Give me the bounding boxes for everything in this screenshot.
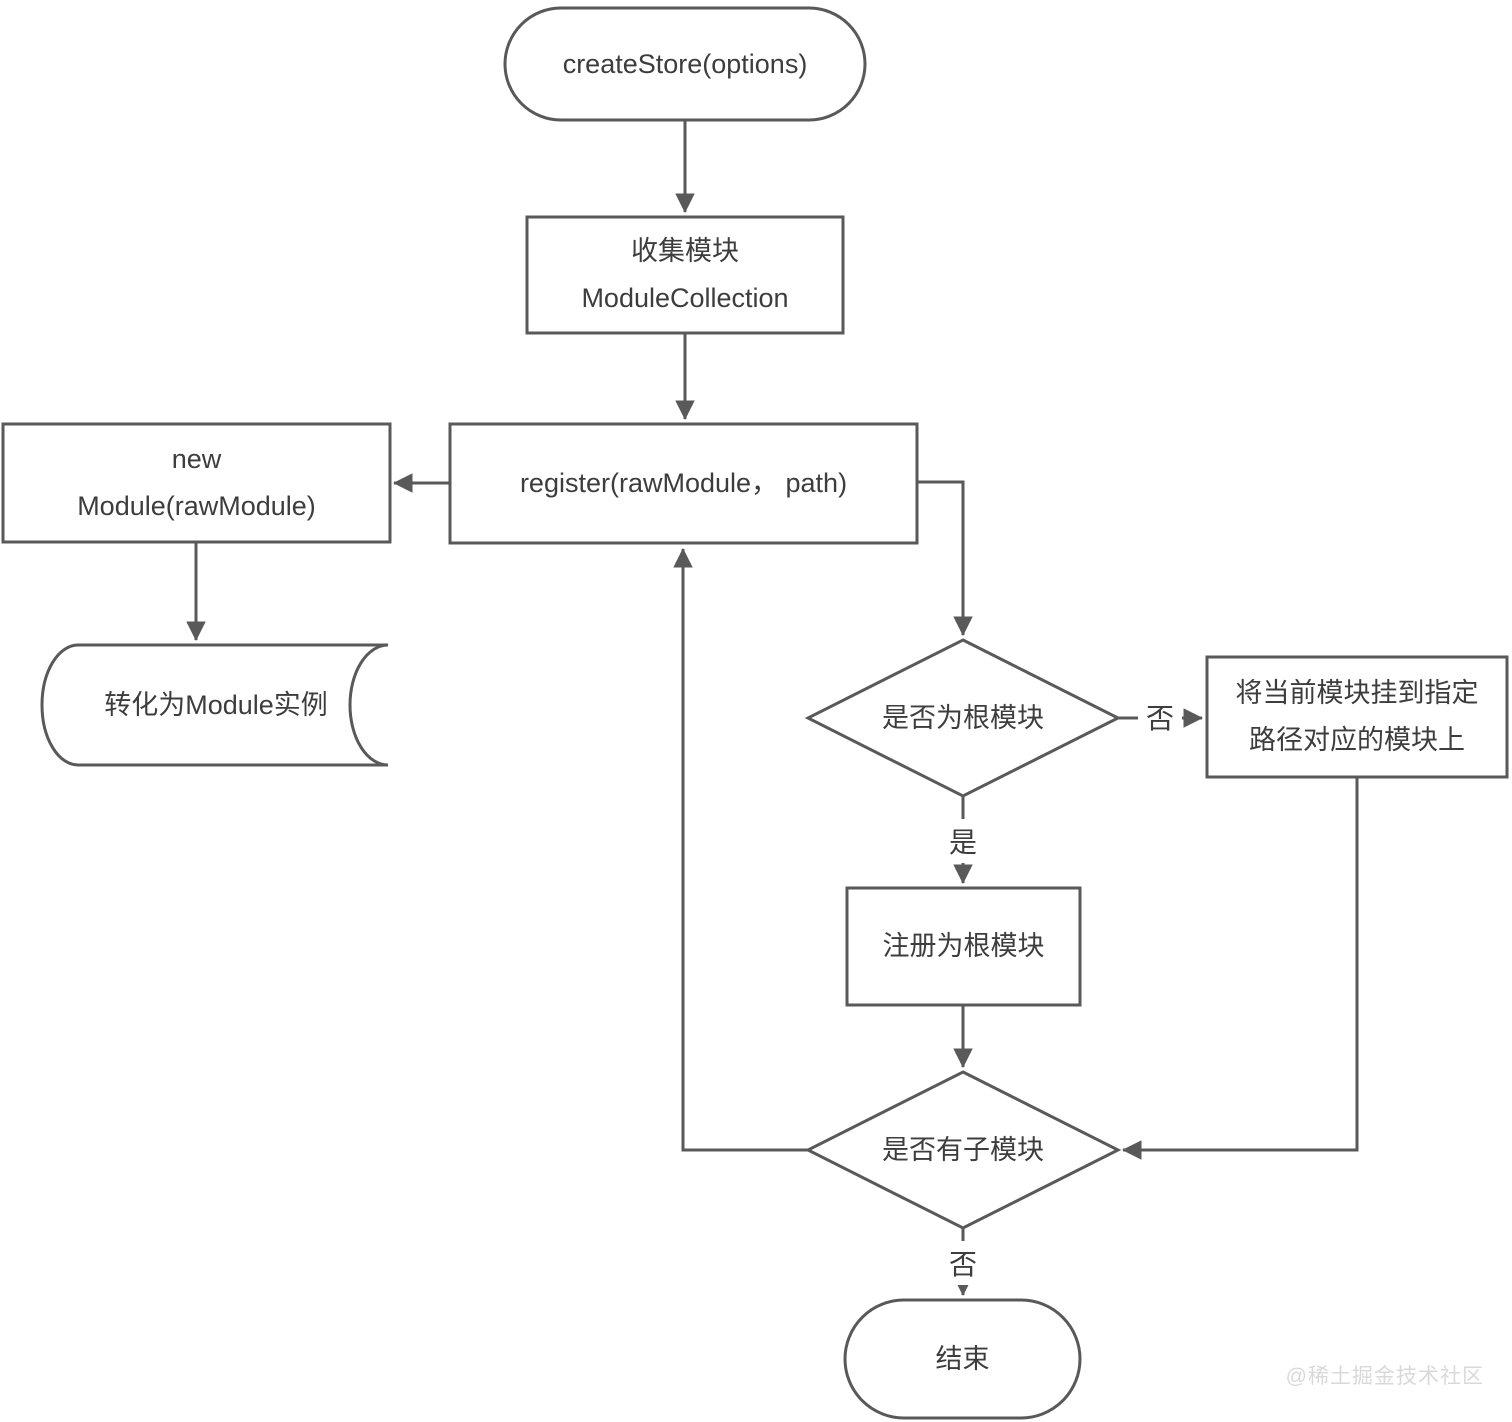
register-root-process-shape (845, 886, 1082, 1007)
has-children-decision-shape (804, 1070, 1122, 1230)
module-instance-stored-data-shape (40, 643, 389, 767)
new-module-process-shape (1, 422, 392, 544)
edge-mount-path-to-has-children (1122, 777, 1359, 1160)
is-root-decision-shape (804, 638, 1122, 798)
start-terminator-shape (503, 6, 867, 122)
collect-process-shape (525, 215, 845, 335)
edge-register-to-is-root (917, 480, 973, 636)
end-terminator-shape (843, 1298, 1082, 1420)
register-process-shape (448, 422, 919, 545)
edge-has-children-loop-to-register (673, 548, 808, 1152)
mount-path-process-shape (1205, 655, 1509, 779)
